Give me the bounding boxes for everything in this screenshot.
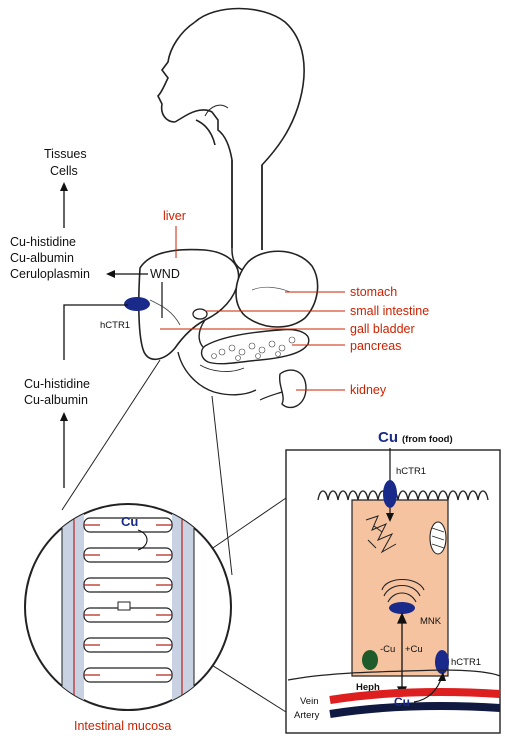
cu-blood-label: Cu [394,695,410,709]
cu-histidine-top-label: Cu-histidine [10,235,76,249]
ceruloplasmin-label: Ceruloplasmin [10,267,90,281]
stomach-organ [236,251,318,327]
liver-label: liver [163,209,186,223]
cu-mucosa-label: Cu [121,514,138,529]
gall-bladder-label: gall bladder [350,322,415,336]
stomach-label: stomach [350,285,397,299]
intestinal-mucosa-circle [25,500,231,720]
hctr1-liver-label: hCTR1 [100,320,130,331]
vein-label: Vein [300,696,319,707]
cu-food-label: Cu [378,429,398,446]
intestinal-mucosa-label: Intestinal mucosa [74,719,171,733]
small-intestine-label: small intestine [350,304,429,318]
from-food-label: (from food) [402,434,453,445]
kidney-organ [260,370,306,407]
plus-cu-label: +Cu [405,644,423,655]
zoom-region-marker [118,602,130,610]
gall-bladder-organ [193,309,207,319]
mnk-transporter [389,602,415,614]
arrow-up-from-mucosa [60,412,68,488]
hephaestin-protein [362,650,378,670]
hctr1-apical-transporter [383,480,397,508]
cu-histidine-bottom-label: Cu-histidine [24,377,90,391]
pancreas-organ [202,330,309,364]
wnd-label: WND [150,267,180,281]
organelle-mitochondrion [430,522,446,554]
artery-label: Artery [294,710,320,721]
kidney-label: kidney [350,383,387,397]
minus-cu-label: -Cu [380,644,395,655]
arrow-into-liver [64,305,128,360]
cu-albumin-bottom-label: Cu-albumin [24,393,88,407]
cells-label: Cells [50,164,78,178]
hctr1-basal-label: hCTR1 [451,657,481,668]
hctr1-liver-transporter [124,297,150,311]
arrow-to-tissues [60,182,68,228]
mnk-label: MNK [420,616,442,627]
pancreas-label: pancreas [350,339,401,353]
hctr1-apical-label: hCTR1 [396,466,426,477]
cu-albumin-top-label: Cu-albumin [10,251,74,265]
tissues-label: Tissues [44,147,87,161]
